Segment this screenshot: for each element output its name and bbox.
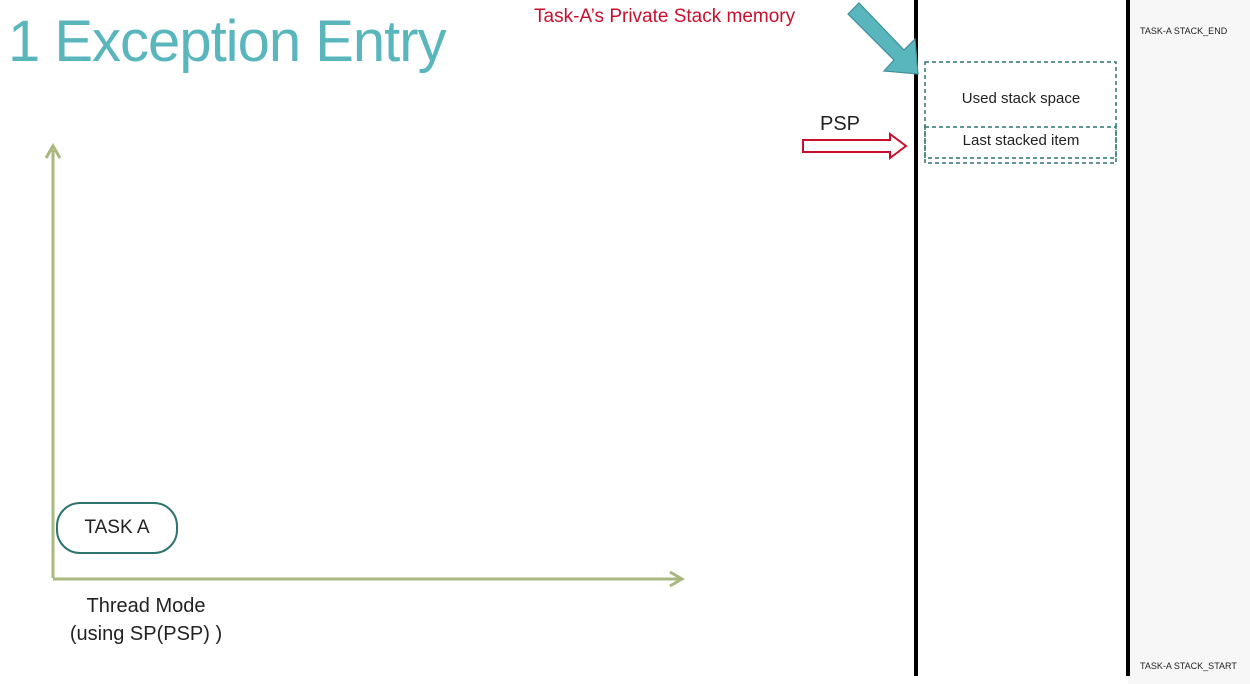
page-title: 1 Exception Entry <box>8 9 447 74</box>
thread-mode-line1: Thread Mode <box>86 595 206 617</box>
task-a-label: TASK A <box>84 517 150 538</box>
last-stacked-item-label: Last stacked item <box>962 132 1080 149</box>
y-axis-arrowhead <box>44 143 62 159</box>
used-stack-space-label: Used stack space <box>961 90 1081 107</box>
stack-end-panel <box>1128 0 1250 684</box>
thread-mode-line2: (using SP(PSP) ) <box>69 623 223 645</box>
thread-mode-label: Thread Mode (using SP(PSP) ) <box>60 592 232 648</box>
stack-end-label: TASK-A STACK_END <box>1140 26 1228 36</box>
stack-pointer-arrow <box>847 2 919 75</box>
x-axis-arrowhead <box>669 570 685 588</box>
psp-arrow <box>802 132 908 160</box>
stack-memory-caption: Task-A’s Private Stack memory <box>534 6 796 27</box>
psp-label: PSP <box>820 113 861 135</box>
last-stacked-item-box <box>924 126 1117 159</box>
stack-start-label: TASK-A STACK_START <box>1140 661 1237 671</box>
used-stack-space-box <box>924 61 1117 164</box>
task-a-box: TASK A <box>56 502 178 554</box>
